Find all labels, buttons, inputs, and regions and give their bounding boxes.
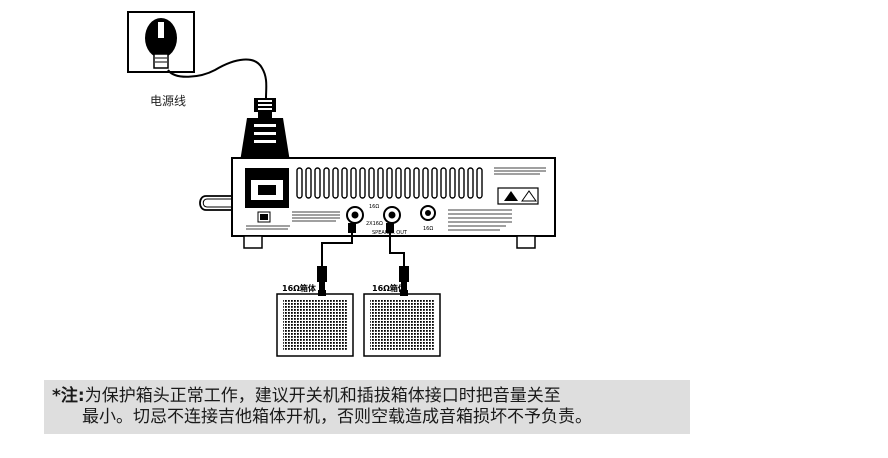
- vent-slot: [332, 167, 339, 199]
- vent-slot: [386, 167, 393, 199]
- vent-slot: [467, 167, 474, 199]
- wall-outlet: [127, 11, 195, 73]
- vent-slot: [404, 167, 411, 199]
- vent-slot: [458, 167, 465, 199]
- power-cord: [167, 58, 268, 99]
- speaker-jack-middle: [383, 206, 401, 224]
- speaker-cabinet-right: [363, 290, 441, 357]
- vent-slot: [368, 167, 375, 199]
- vent-slot: [413, 167, 420, 199]
- plug-right: [399, 266, 409, 290]
- note-text-1: 为保护箱头正常工作，建议开关机和插拔箱体接口时把音量关至: [84, 386, 561, 406]
- vent-slot: [440, 167, 447, 199]
- jack-label-mid: 2X16Ω: [366, 221, 383, 227]
- vent-slot: [350, 167, 357, 199]
- vent-slot: [341, 167, 348, 199]
- vent-slot: [359, 167, 366, 199]
- speaker-label-right: 16Ω箱体: [372, 283, 407, 293]
- vent-slot: [449, 167, 456, 199]
- power-plug: [239, 98, 291, 168]
- vent-slot: [296, 167, 303, 199]
- jack-label-right: 16Ω: [423, 226, 433, 232]
- note-box: *注:为保护箱头正常工作，建议开关机和插拔箱体接口时把音量关至 最小。切忌不连接…: [44, 380, 690, 434]
- vent-slot: [395, 167, 402, 199]
- vent-slot: [431, 167, 438, 199]
- vent-slot: [314, 167, 321, 199]
- vent-slot: [323, 167, 330, 199]
- vent-slot: [476, 167, 483, 199]
- speaker-cabinet-left: [276, 290, 354, 357]
- note-line-2: 最小。切忌不连接吉他箱体开机，否则空载造成音箱损坏不予负责。: [82, 407, 592, 427]
- note-prefix: *注:: [52, 386, 85, 406]
- speaker-jack-left: [346, 206, 364, 224]
- speaker-label-left: 16Ω箱体: [282, 283, 317, 293]
- vent-slot: [422, 167, 429, 199]
- power-cord-label: 电源线: [150, 94, 187, 108]
- plug-left: [317, 266, 327, 290]
- vent-slot: [377, 167, 384, 199]
- cable-right: [389, 233, 405, 266]
- vent-slots: [296, 167, 483, 199]
- cable-left: [321, 233, 353, 266]
- speaker-jack-right: [420, 205, 436, 221]
- vent-slot: [305, 167, 312, 199]
- note-line-1: *注:为保护箱头正常工作，建议开关机和插拔箱体接口时把音量关至: [52, 386, 561, 406]
- jack-label-left: 16Ω: [369, 204, 379, 210]
